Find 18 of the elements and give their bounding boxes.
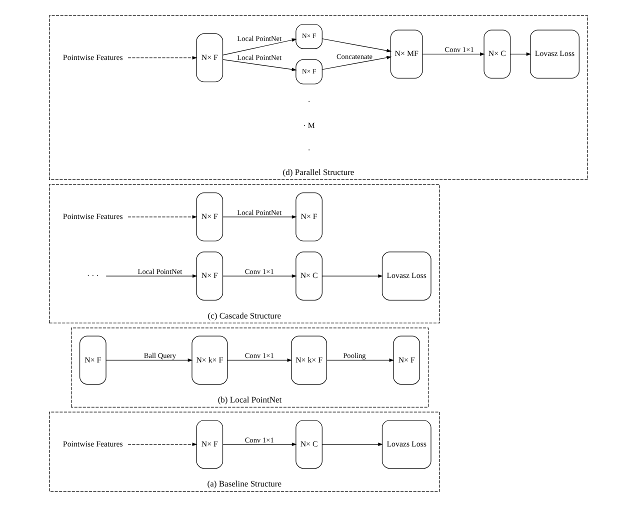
arrow bbox=[128, 215, 198, 219]
arrow bbox=[128, 56, 198, 60]
arrow bbox=[322, 38, 392, 52]
arrow bbox=[322, 56, 392, 70]
arrow bbox=[106, 274, 198, 278]
arrow bbox=[422, 52, 485, 56]
arrow bbox=[326, 358, 394, 362]
arrow bbox=[222, 38, 297, 56]
arrow bbox=[510, 52, 532, 56]
arrow bbox=[222, 274, 297, 278]
arrow bbox=[222, 442, 297, 446]
arrow bbox=[227, 358, 292, 362]
arrow bbox=[106, 358, 193, 362]
arrow bbox=[128, 442, 198, 446]
arrow bbox=[322, 442, 384, 446]
arrow bbox=[222, 215, 297, 219]
arrow bbox=[222, 59, 297, 72]
arrow bbox=[322, 274, 384, 278]
